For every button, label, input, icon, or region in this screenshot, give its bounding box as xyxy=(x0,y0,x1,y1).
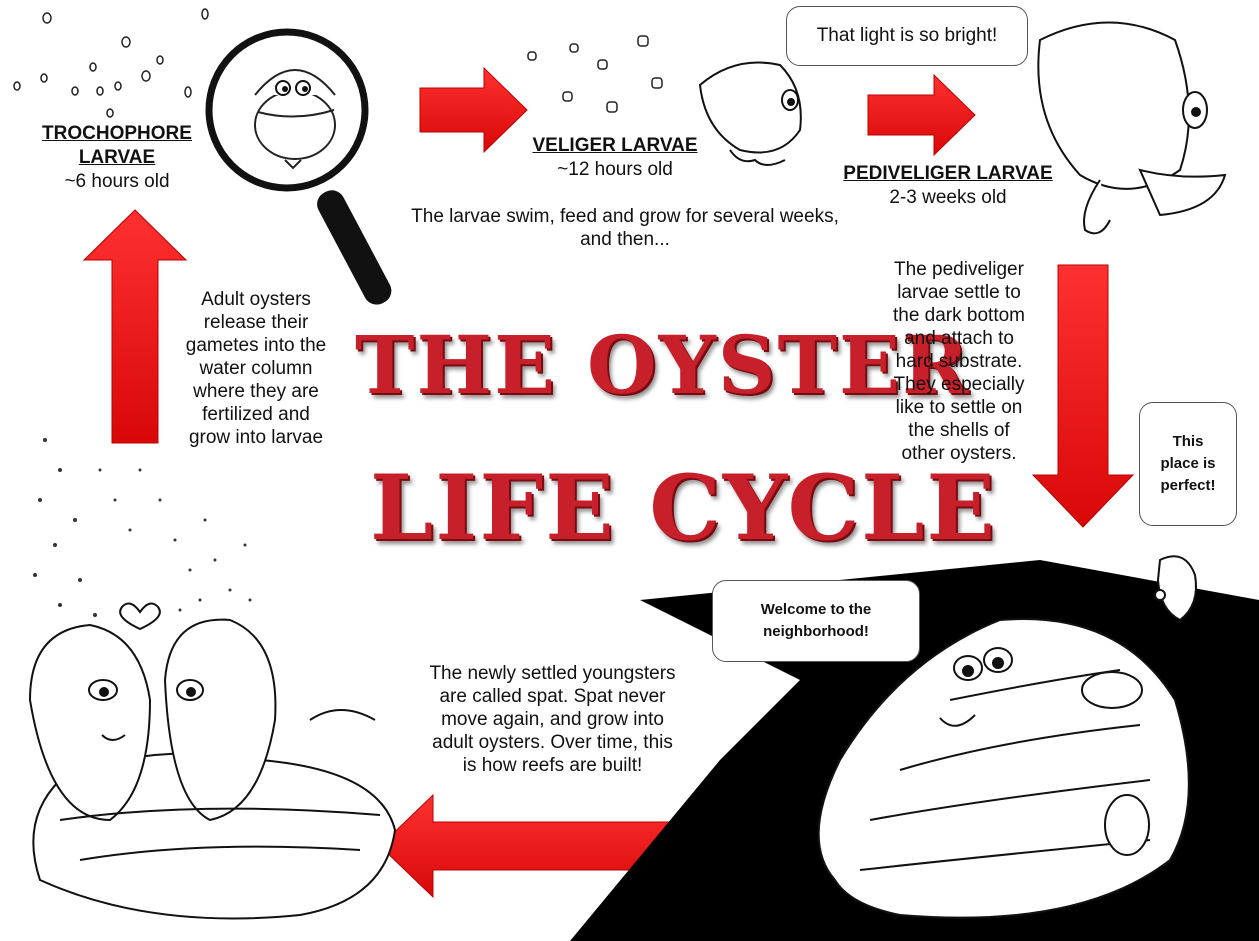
settle-caption-line: the shells of xyxy=(868,419,1050,442)
trochophore-title-line2: LARVAE xyxy=(22,146,212,170)
settle-caption-line: other oysters. xyxy=(868,442,1050,465)
adult-caption-line: release their xyxy=(166,311,346,334)
spat-caption-line: The newly settled youngsters xyxy=(395,662,710,685)
settle-caption-line: like to settle on xyxy=(868,396,1050,419)
adult-oysters-icon xyxy=(30,620,395,919)
pediveliger-label: PEDIVELIGER LARVAE 2-3 weeks old xyxy=(830,162,1066,210)
veliger-larva-icon xyxy=(700,63,801,166)
speech-bubble-welcome: Welcome to the neighborhood! xyxy=(712,580,920,662)
gamete-spray xyxy=(33,438,252,622)
adult-caption-line: gametes into the xyxy=(166,334,346,357)
speech-bubble-place: This place is perfect! xyxy=(1139,402,1237,526)
settle-caption-line: hard substrate. xyxy=(868,350,1050,373)
settle-caption-line: larvae settle to xyxy=(868,281,1050,304)
speech-bubble-place-line: place is xyxy=(1160,453,1215,475)
veliger-particles xyxy=(528,36,662,112)
speech-bubble-welcome-line: neighborhood! xyxy=(763,621,869,643)
adult-caption-line: grow into larvae xyxy=(166,426,346,449)
title-line-2: LIFE CYCLE xyxy=(370,455,997,561)
spat-caption-line: is how reefs are built! xyxy=(395,754,710,777)
trochophore-title-line1: TROCHOPHORE xyxy=(22,122,212,146)
settle-caption-line: They especially xyxy=(868,373,1050,396)
arrow-to-pediveliger xyxy=(868,75,975,155)
trochophore-label: TROCHOPHORE LARVAE ~6 hours old xyxy=(22,122,212,194)
speech-bubble-place-line: perfect! xyxy=(1160,475,1215,497)
heart-icon xyxy=(120,603,160,629)
speech-bubble-place-line: This xyxy=(1173,431,1204,453)
speech-bubble-light-text: That light is so bright! xyxy=(817,25,998,47)
spat-caption-line: adult oysters. Over time, this xyxy=(395,731,710,754)
speech-bubble-welcome-line: Welcome to the xyxy=(761,599,872,621)
swim-caption-line: and then... xyxy=(370,228,880,251)
pediveliger-title: PEDIVELIGER LARVAE xyxy=(830,162,1066,186)
veliger-title: VELIGER LARVAE xyxy=(520,134,710,158)
pediveliger-larva-icon xyxy=(1038,23,1225,234)
spat-caption-line: move again, and grow into xyxy=(395,708,710,731)
arrow-to-veliger xyxy=(420,68,527,152)
spat-caption-line: are called spat. Spat never xyxy=(395,685,710,708)
veliger-label: VELIGER LARVAE ~12 hours old xyxy=(520,134,710,182)
adult-caption-line: water column xyxy=(166,357,346,380)
settle-caption-line: the dark bottom xyxy=(868,304,1050,327)
adult-caption-line: fertilized and xyxy=(166,403,346,426)
settle-caption-line: and attach to xyxy=(868,327,1050,350)
adult-caption-line: Adult oysters xyxy=(166,288,346,311)
trochophore-age: ~6 hours old xyxy=(22,170,212,194)
adult-caption-line: where they are xyxy=(166,380,346,403)
adult-caption: Adult oysters release their gametes into… xyxy=(166,288,346,449)
trochophore-particles xyxy=(14,9,208,117)
swim-caption-line: The larvae swim, feed and grow for sever… xyxy=(370,205,880,228)
speech-bubble-light: That light is so bright! xyxy=(786,6,1028,66)
veliger-age: ~12 hours old xyxy=(520,158,710,182)
spat-caption: The newly settled youngsters are called … xyxy=(395,662,710,777)
magnifying-glass-icon xyxy=(209,32,396,309)
swim-caption: The larvae swim, feed and grow for sever… xyxy=(370,205,880,251)
settle-caption: The pediveliger larvae settle to the dar… xyxy=(868,258,1050,465)
settle-caption-line: The pediveliger xyxy=(868,258,1050,281)
